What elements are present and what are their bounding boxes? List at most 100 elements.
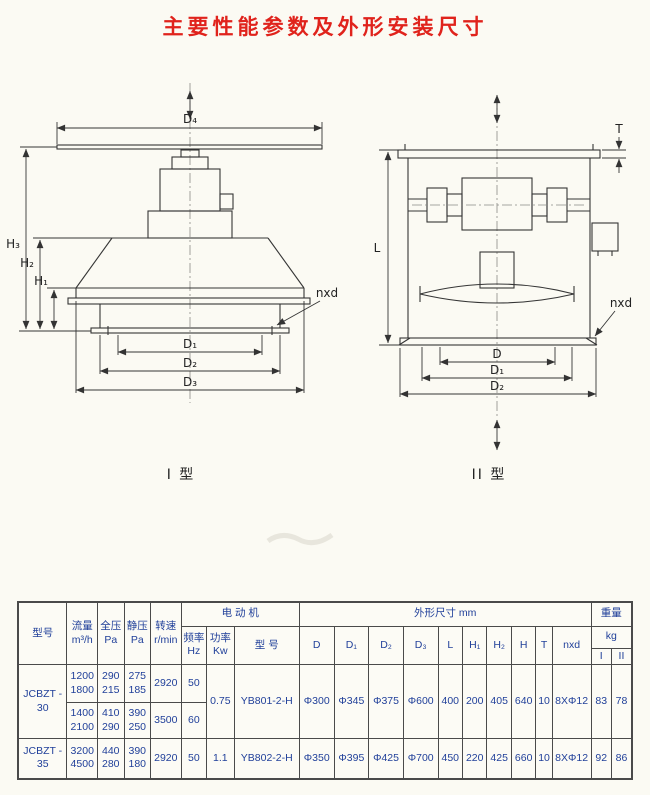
cell-t: 10 xyxy=(535,664,553,740)
cell-weight-ii: 86 xyxy=(610,738,633,780)
col-h: H xyxy=(510,625,537,666)
col-d: D xyxy=(298,625,335,666)
spec-table: 型号 流量 m³/h 全压 Pa 静压 Pa 转速 r/min 电 动 机 外形… xyxy=(17,601,633,780)
cell-l: 400 xyxy=(437,664,463,740)
type2-dim-t: T xyxy=(602,122,626,173)
cell-d2: Φ375 xyxy=(368,664,404,740)
technical-drawings: D₄ H₃ H₂ H₁ D₁ D₂ D₃ xyxy=(6,83,632,546)
cell-total-pressure: 290 215 xyxy=(97,664,125,704)
type1-dims-height: H₃ H₂ H₁ xyxy=(6,146,112,332)
cell-model: JCBZT - 35 xyxy=(17,738,68,780)
cell-freq: 50 xyxy=(180,664,208,704)
cell-speed: 2920 xyxy=(150,664,182,704)
dim-label-h1: H₁ xyxy=(34,274,48,288)
group-dimensions: 外形尺寸 mm xyxy=(298,601,592,627)
type2-drawing: T L D D₁ D₂ nxd xyxy=(374,94,632,483)
col-total-pressure: 全压 Pa xyxy=(97,601,125,666)
cell-static-pressure: 275 185 xyxy=(123,664,152,704)
weight-unit: kg xyxy=(590,625,633,649)
col-weight-ii: II xyxy=(610,647,633,666)
cell-l: 450 xyxy=(437,738,463,780)
bolt-note-label: nxd xyxy=(316,286,338,300)
dim-label-d: D xyxy=(492,347,501,361)
type2-nxd-callout: nxd xyxy=(594,296,632,337)
cell-d: Φ300 xyxy=(298,664,335,740)
cell-flow: 1200 1800 xyxy=(66,664,99,704)
cell-model: JCBZT - 30 xyxy=(17,664,68,740)
table-row: 1400 2100 410 290 390 250 3500 60 xyxy=(18,702,632,740)
cell-weight-ii: 78 xyxy=(610,664,633,740)
cell-motor-model: YB802-2-H xyxy=(233,738,300,780)
cell-d: Φ350 xyxy=(298,738,335,780)
cell-h2: 425 xyxy=(486,738,512,780)
cell-speed: 2920 xyxy=(150,738,182,780)
cell-flow: 1400 2100 xyxy=(66,702,99,740)
col-motor-model: 型 号 xyxy=(233,625,300,666)
col-d2: D₂ xyxy=(368,625,404,666)
cell-d3: Φ700 xyxy=(402,738,439,780)
page-title: 主要性能参数及外形安装尺寸 xyxy=(162,16,488,39)
col-t: T xyxy=(535,625,553,666)
col-l: L xyxy=(437,625,463,666)
type2-caption: II 型 xyxy=(472,467,507,483)
table-row: JCBZT - 35 3200 4500 440 280 390 180 292… xyxy=(17,738,633,780)
cell-motor-model: YB801-2-H xyxy=(233,664,300,740)
cell-d2: Φ425 xyxy=(368,738,404,780)
cell-d3: Φ600 xyxy=(402,664,439,740)
col-model: 型号 xyxy=(17,601,68,666)
cell-speed: 3500 xyxy=(150,702,182,740)
dim-label-t: T xyxy=(614,122,623,136)
type2-dims-bottom: D D₁ D₂ xyxy=(399,347,597,398)
dim-label-d1: D₁ xyxy=(183,337,197,351)
group-weight: 重量 xyxy=(590,601,633,627)
type1-dims-bottom: D₁ D₂ D₃ xyxy=(75,301,305,394)
col-h2: H₂ xyxy=(486,625,512,666)
type1-fan-body xyxy=(56,144,323,335)
scan-artifact xyxy=(266,532,334,546)
dim-label-d4: D₄ xyxy=(183,112,197,126)
cell-h: 660 xyxy=(510,738,537,780)
type2-fan-body xyxy=(397,144,619,346)
type1-caption: I 型 xyxy=(167,467,196,483)
type2-dim-l: L xyxy=(374,149,402,346)
cell-weight-i: 83 xyxy=(590,664,612,740)
header-row-1: 型号 流量 m³/h 全压 Pa 静压 Pa 转速 r/min 电 动 机 外形… xyxy=(17,601,633,666)
header-row-3: I II xyxy=(18,647,633,666)
type1-drawing: D₄ H₃ H₂ H₁ D₁ D₂ D₃ xyxy=(6,83,338,483)
bolt-note-label: nxd xyxy=(610,296,632,310)
cell-power: 1.1 xyxy=(206,738,235,780)
cell-power: 0.75 xyxy=(206,664,235,740)
cell-weight-i: 92 xyxy=(590,738,612,780)
dim-label-d3: D₃ xyxy=(183,375,197,389)
header-row-2: 频率 Hz 功率 Kw 型 号 D D₁ D₂ D₃ L H₁ H₂ H T n… xyxy=(18,625,633,666)
dim-label-h2: H₂ xyxy=(20,256,34,270)
col-h1: H₁ xyxy=(461,625,488,666)
cell-total-pressure: 410 290 xyxy=(97,702,125,740)
col-weight-i: I xyxy=(590,647,612,666)
cell-h: 640 xyxy=(510,664,537,740)
col-speed: 转速 r/min xyxy=(150,601,182,666)
type1-nxd-callout: nxd xyxy=(276,286,338,326)
cell-total-pressure: 440 280 xyxy=(97,738,125,780)
dim-label-h3: H₃ xyxy=(6,237,20,251)
col-nxd: nxd xyxy=(551,625,592,666)
table-row: JCBZT - 30 1200 1800 290 215 275 185 292… xyxy=(17,664,633,740)
spec-table-container: 型号 流量 m³/h 全压 Pa 静压 Pa 转速 r/min 电 动 机 外形… xyxy=(17,601,633,780)
dim-label-d1: D₁ xyxy=(490,363,504,377)
cell-nxd: 8XΦ12 xyxy=(551,664,592,740)
cell-freq: 60 xyxy=(180,702,208,740)
col-d3: D₃ xyxy=(402,625,439,666)
col-flow: 流量 m³/h xyxy=(66,601,99,666)
cell-freq: 50 xyxy=(180,738,208,780)
cell-nxd: 8XΦ12 xyxy=(551,738,592,780)
type1-dim-d4: D₄ xyxy=(56,112,323,144)
dim-label-l: L xyxy=(374,241,381,255)
cell-t: 10 xyxy=(535,738,553,780)
col-static-pressure: 静压 Pa xyxy=(123,601,152,666)
cell-h1: 200 xyxy=(461,664,488,740)
cell-d1: Φ395 xyxy=(333,738,370,780)
cell-static-pressure: 390 250 xyxy=(123,702,152,740)
dim-label-d2: D₂ xyxy=(490,379,504,393)
dim-label-d2: D₂ xyxy=(183,356,197,370)
